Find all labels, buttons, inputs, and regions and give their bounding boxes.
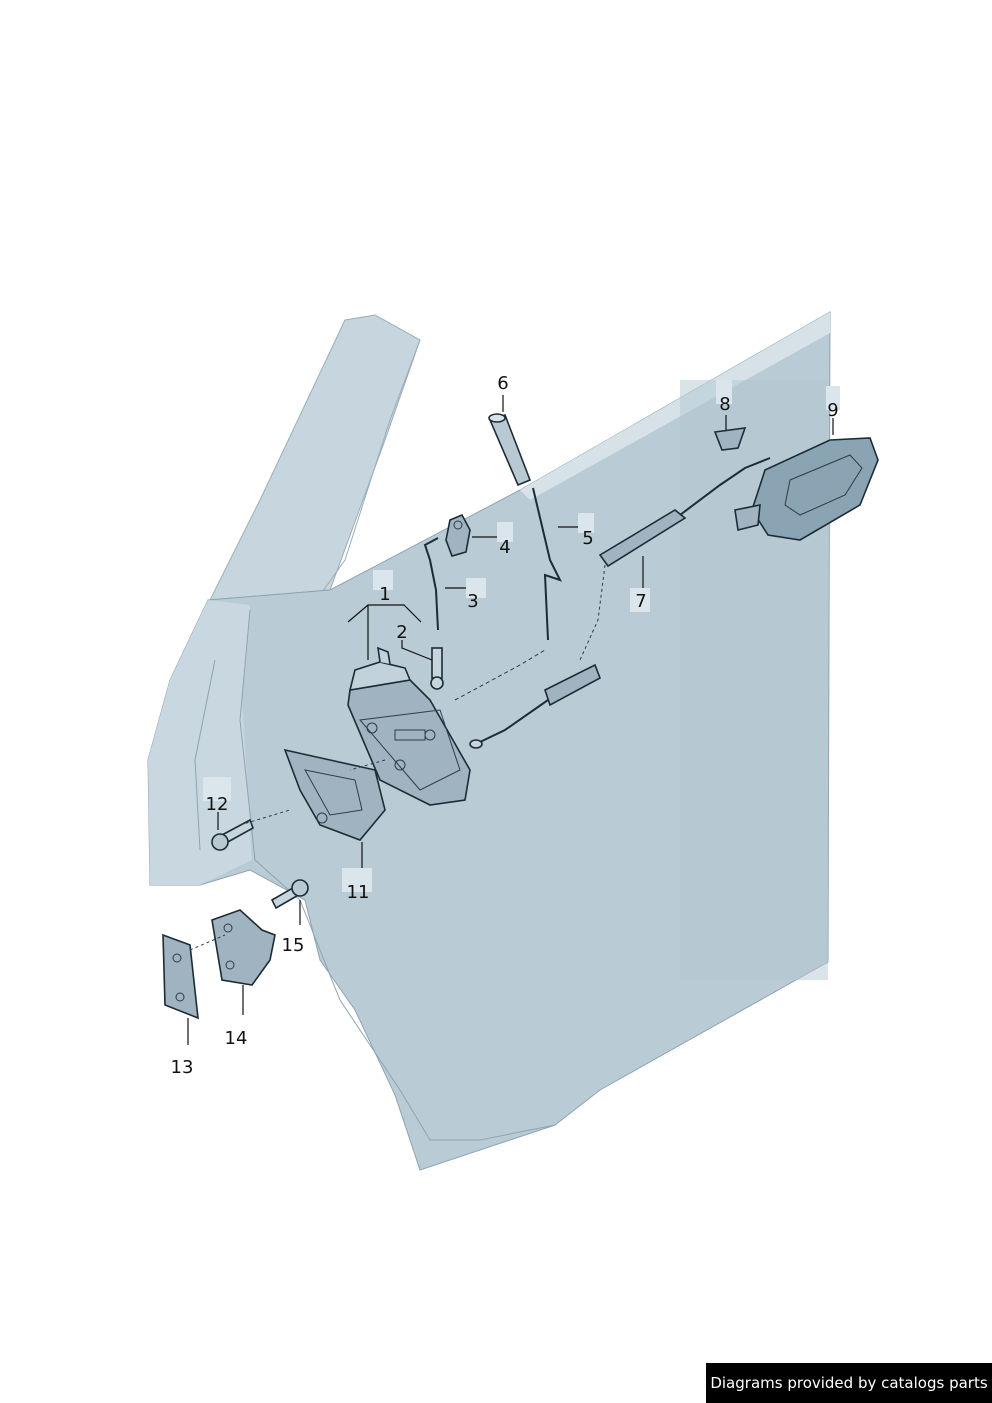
part-label-9: 9 (827, 400, 838, 421)
part-label-15: 15 (282, 935, 305, 956)
part-labels: 1 2 3 4 5 6 7 8 9 11 12 13 14 15 (171, 373, 839, 1078)
knob-part-6 (488, 413, 532, 487)
part-label-5: 5 (582, 528, 593, 549)
clip-part-4 (445, 513, 471, 557)
part-label-13: 13 (171, 1057, 194, 1078)
plate-part-13 (162, 933, 199, 1020)
rod-part-3 (423, 537, 439, 631)
leader-lines (187, 395, 834, 1045)
bracket-part-14 (211, 909, 276, 986)
part-label-1: 1 (379, 584, 390, 605)
part-label-14: 14 (225, 1028, 248, 1049)
credit-banner: Diagrams provided by catalogs parts (706, 1363, 992, 1403)
striker-plate-part-11 (283, 748, 386, 841)
part-label-3: 3 (467, 591, 478, 612)
bolt-part-15 (270, 879, 309, 910)
label-boxes (203, 380, 840, 892)
part-label-8: 8 (719, 394, 730, 415)
clip-part-8 (713, 427, 747, 451)
part-label-12: 12 (206, 794, 229, 815)
bolt-part-2 (430, 647, 444, 690)
part-label-4: 4 (499, 537, 510, 558)
door-lock-unit (347, 646, 471, 806)
part-label-6: 6 (497, 373, 508, 394)
part-label-2: 2 (396, 622, 407, 643)
rod-part-5 (532, 487, 562, 641)
part-label-11: 11 (347, 882, 370, 903)
door-handle-part-9 (734, 437, 879, 541)
assembly-lines (189, 759, 386, 951)
cable-part-7 (454, 457, 771, 749)
part-label-7: 7 (635, 591, 646, 612)
